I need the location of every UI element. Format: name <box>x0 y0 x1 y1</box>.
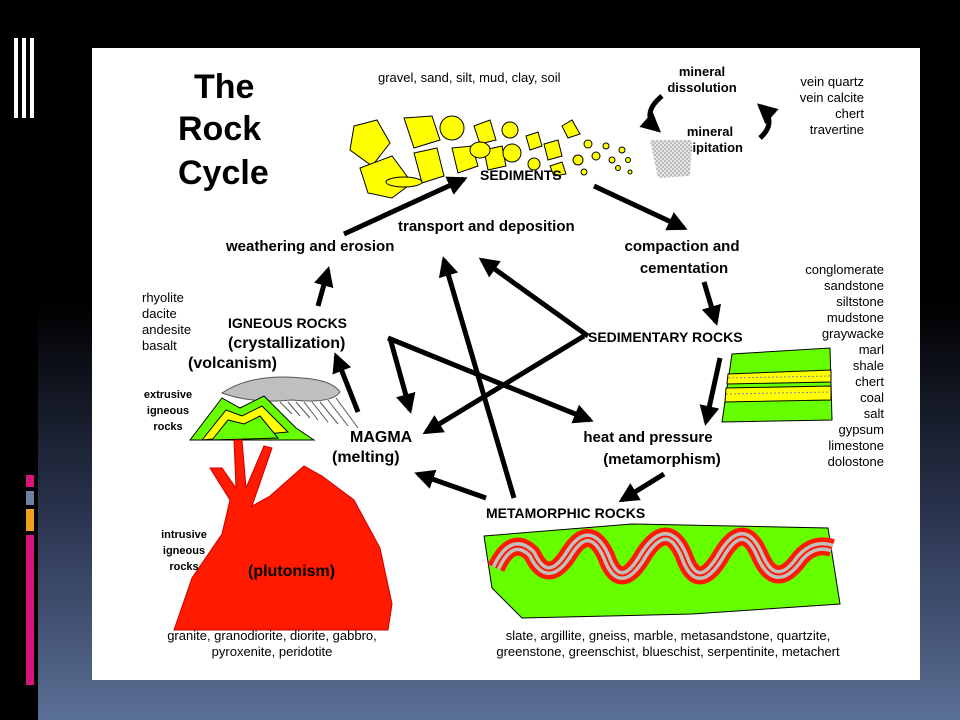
rock-cycle-diagram: The Rock Cycle gravel, sand, silt, mud, … <box>92 48 920 680</box>
arrow-compaction-to-sedimentary <box>701 281 721 326</box>
sedimentary-example-9: coal <box>860 390 884 405</box>
igneous-rocks-label: IGNEOUS ROCKS <box>228 315 347 331</box>
arrow-sedimentary-to-weathering <box>478 257 590 339</box>
arrow-sedimentary-to-magma <box>422 333 586 435</box>
weathering-label: weathering and erosion <box>225 238 394 255</box>
volcanic-example-3: andesite <box>142 322 191 337</box>
volcanic-example-2: dacite <box>142 306 177 321</box>
intrusive-line-3: rocks <box>169 561 198 573</box>
mineral-dissolution-line-2: dissolution <box>667 80 736 95</box>
sedimentary-example-7: shale <box>853 358 884 373</box>
sedimentary-strata <box>721 347 833 423</box>
sedimentary-example-4: mudstone <box>827 310 884 325</box>
mineral-dissolution-line-1: mineral <box>679 64 725 79</box>
arrow-metamorphic-to-weathering <box>438 256 517 499</box>
crystallization-label: (crystallization) <box>228 335 345 352</box>
extrusive-line-2: igneous <box>147 405 189 417</box>
arrow-sediments-to-compaction <box>592 183 688 231</box>
sediments-label: SEDIMENTS <box>480 167 562 183</box>
precipitate-rock-2: vein calcite <box>800 90 864 105</box>
plutonic-examples-line-1: granite, granodiorite, diorite, gabbro, <box>167 628 377 643</box>
precipitate-rock-4: travertine <box>810 122 864 137</box>
volcanic-example-4: basalt <box>142 338 177 353</box>
arrow-metamorphic-to-magma <box>414 469 487 501</box>
sediment-grains <box>349 115 633 199</box>
arrow-igneous-to-heat <box>387 335 594 424</box>
volcanism-label: (volcanism) <box>188 355 277 372</box>
sedimentary-example-12: limestone <box>828 438 884 453</box>
compaction-line-2: cementation <box>640 260 728 277</box>
extrusive-volcano <box>188 376 359 441</box>
metamorphic-rocks-label: METAMORPHIC ROCKS <box>486 505 645 521</box>
sediment-types-label: gravel, sand, silt, mud, clay, soil <box>378 70 561 85</box>
sedimentary-example-3: siltstone <box>836 294 884 309</box>
sedimentary-example-13: dolostone <box>828 454 884 469</box>
metamorphism-label: (metamorphism) <box>603 451 721 468</box>
extrusive-line-1: extrusive <box>144 389 192 401</box>
precipitate-rock-3: chert <box>835 106 864 121</box>
sedimentary-example-6: marl <box>859 342 884 357</box>
intrusive-line-1: intrusive <box>161 529 207 541</box>
sedimentary-example-2: sandstone <box>824 278 884 293</box>
magma-label: MAGMA <box>350 429 413 446</box>
sedimentary-example-8: chert <box>855 374 884 389</box>
arrow-igneous-to-weathering <box>314 266 334 307</box>
arrow-sedimentary-to-heat <box>699 357 723 426</box>
metamorphic-examples-line-1: slate, argillite, gneiss, marble, metasa… <box>506 628 830 643</box>
plutonism-label: (plutonism) <box>248 563 335 580</box>
dissolution-loop-right-arrow <box>757 103 779 140</box>
sedimentary-example-10: salt <box>864 406 885 421</box>
cycle-arrows <box>314 176 723 503</box>
volcanic-example-1: rhyolite <box>142 290 184 305</box>
precipitate-stipple <box>650 140 692 178</box>
arrow-magma-to-igneous <box>332 352 361 413</box>
intrusive-line-2: igneous <box>163 545 205 557</box>
deco-bars-top <box>14 38 40 118</box>
title-line-3: Cycle <box>178 154 269 192</box>
sedimentary-example-1: conglomerate <box>805 262 884 277</box>
arrow-heat-to-metamorphic <box>618 471 666 503</box>
sedimentary-rocks-label: SEDIMENTARY ROCKS <box>588 329 743 345</box>
melting-label: (melting) <box>332 449 400 466</box>
transport-label: transport and deposition <box>398 218 575 235</box>
heat-pressure-label: heat and pressure <box>583 429 712 446</box>
rock-cycle-svg: The Rock Cycle gravel, sand, silt, mud, … <box>142 64 884 659</box>
title-line-1: The <box>194 68 254 106</box>
plutonic-examples-line-2: pyroxenite, peridotite <box>212 644 333 659</box>
sedimentary-example-5: graywacke <box>822 326 884 341</box>
extrusive-line-3: rocks <box>153 421 182 433</box>
arrow-igneous-to-magma <box>387 337 416 414</box>
metamorphic-examples-line-2: greenstone, greenschist, blueschist, ser… <box>496 644 840 659</box>
pluton-shape <box>173 439 393 631</box>
dissolution-loop-left-arrow <box>639 94 664 133</box>
arrow-weathering-to-sediments <box>342 176 468 237</box>
precipitate-rock-1: vein quartz <box>800 74 864 89</box>
metamorphic-folded-rock <box>483 523 841 619</box>
deco-bars-left <box>26 475 36 715</box>
mineral-precipitation-line-1: mineral <box>687 124 733 139</box>
compaction-line-1: compaction and <box>624 238 739 255</box>
sedimentary-example-11: gypsum <box>838 422 884 437</box>
sedimentary-examples-list: conglomerate sandstone siltstone mudston… <box>805 262 884 469</box>
title-line-2: Rock <box>178 110 261 148</box>
